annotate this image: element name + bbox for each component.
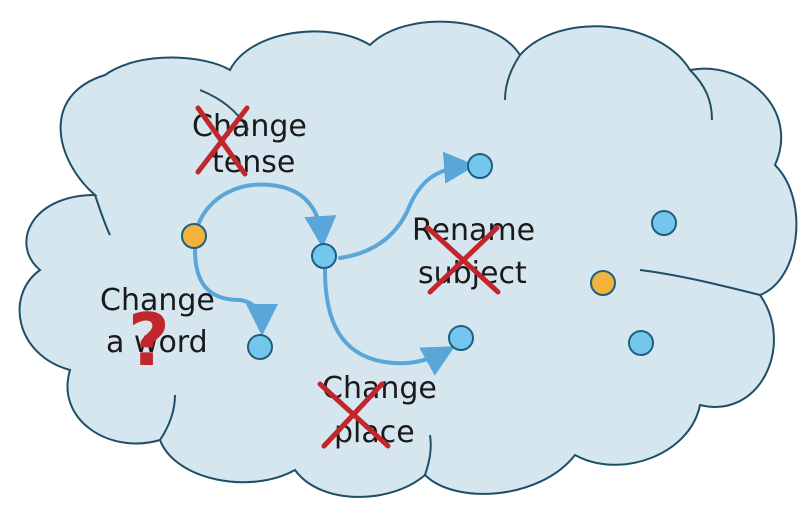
- label-change-word-line2: a word: [106, 325, 208, 360]
- label-change-tense-line2: tense: [212, 145, 295, 180]
- cross-icon: [195, 105, 250, 177]
- arrow-hub-to-top: [338, 151, 476, 260]
- cloud-inner-line: [504, 54, 521, 101]
- cross-icon: [317, 381, 391, 449]
- cloud-inner-line: [689, 69, 713, 121]
- node-origin: [181, 223, 207, 249]
- label-change-word-line1: Change: [100, 283, 215, 318]
- node-bottom: [448, 325, 474, 351]
- question-mark-icon: ?: [128, 298, 170, 382]
- node-right-top: [651, 210, 677, 236]
- node-top: [467, 153, 493, 179]
- node-hub: [311, 243, 337, 269]
- cloud-inner-line: [159, 394, 176, 441]
- cloud-inner-line: [199, 89, 249, 131]
- cloud-shape: [18, 20, 798, 498]
- cloud-inner-line: [424, 434, 432, 476]
- node-word: [247, 334, 273, 360]
- cloud-inner-line: [94, 194, 111, 236]
- node-right-orange: [590, 270, 616, 296]
- cloud-inner-line: [639, 269, 761, 296]
- arrow-origin-to-hub: [196, 182, 337, 248]
- node-right-bottom: [628, 330, 654, 356]
- arrow-origin-to-word: [193, 248, 278, 336]
- cross-icon: [425, 225, 501, 295]
- arrow-hub-to-bottom: [323, 268, 455, 376]
